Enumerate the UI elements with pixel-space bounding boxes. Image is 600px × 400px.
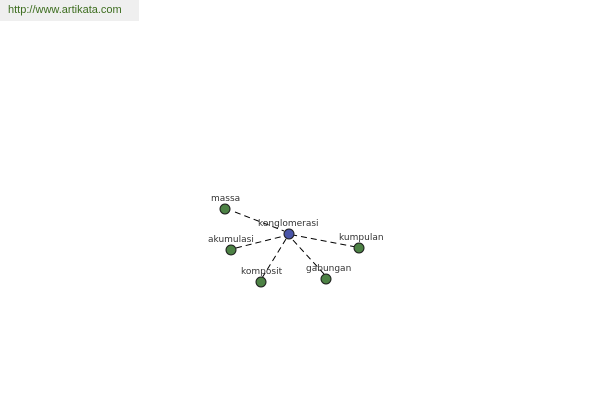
node-massa-circle[interactable] xyxy=(219,203,231,215)
edge-massa xyxy=(234,211,285,232)
node-gabungan-circle[interactable] xyxy=(320,273,332,285)
center-node-circle[interactable] xyxy=(283,228,295,240)
node-kumpulan[interactable]: kumpulan xyxy=(339,233,384,254)
edge-kumpulan xyxy=(292,234,357,248)
node-akumulasi[interactable]: akumulasi xyxy=(208,235,254,256)
node-kumpulan-label[interactable]: kumpulan xyxy=(339,233,384,243)
center-node[interactable]: konglomerasi xyxy=(258,219,319,240)
node-akumulasi-circle[interactable] xyxy=(225,244,237,256)
center-node-label[interactable]: konglomerasi xyxy=(258,219,319,229)
node-gabungan[interactable]: gabungan xyxy=(306,264,351,285)
node-massa[interactable]: massa xyxy=(211,194,240,215)
edge-gabungan xyxy=(291,238,325,275)
node-kumpulan-circle[interactable] xyxy=(353,242,365,254)
node-komposit[interactable]: komposit xyxy=(241,267,283,288)
node-komposit-circle[interactable] xyxy=(255,276,267,288)
node-gabungan-label[interactable]: gabungan xyxy=(306,264,351,274)
url-bar: http://www.artikata.com xyxy=(0,0,139,21)
node-komposit-label[interactable]: komposit xyxy=(241,267,283,277)
site-url-link[interactable]: http://www.artikata.com xyxy=(8,4,122,16)
node-massa-label[interactable]: massa xyxy=(211,194,240,204)
edge-akumulasi xyxy=(235,235,285,249)
edge-komposit xyxy=(261,238,287,279)
node-akumulasi-label[interactable]: akumulasi xyxy=(208,235,254,245)
